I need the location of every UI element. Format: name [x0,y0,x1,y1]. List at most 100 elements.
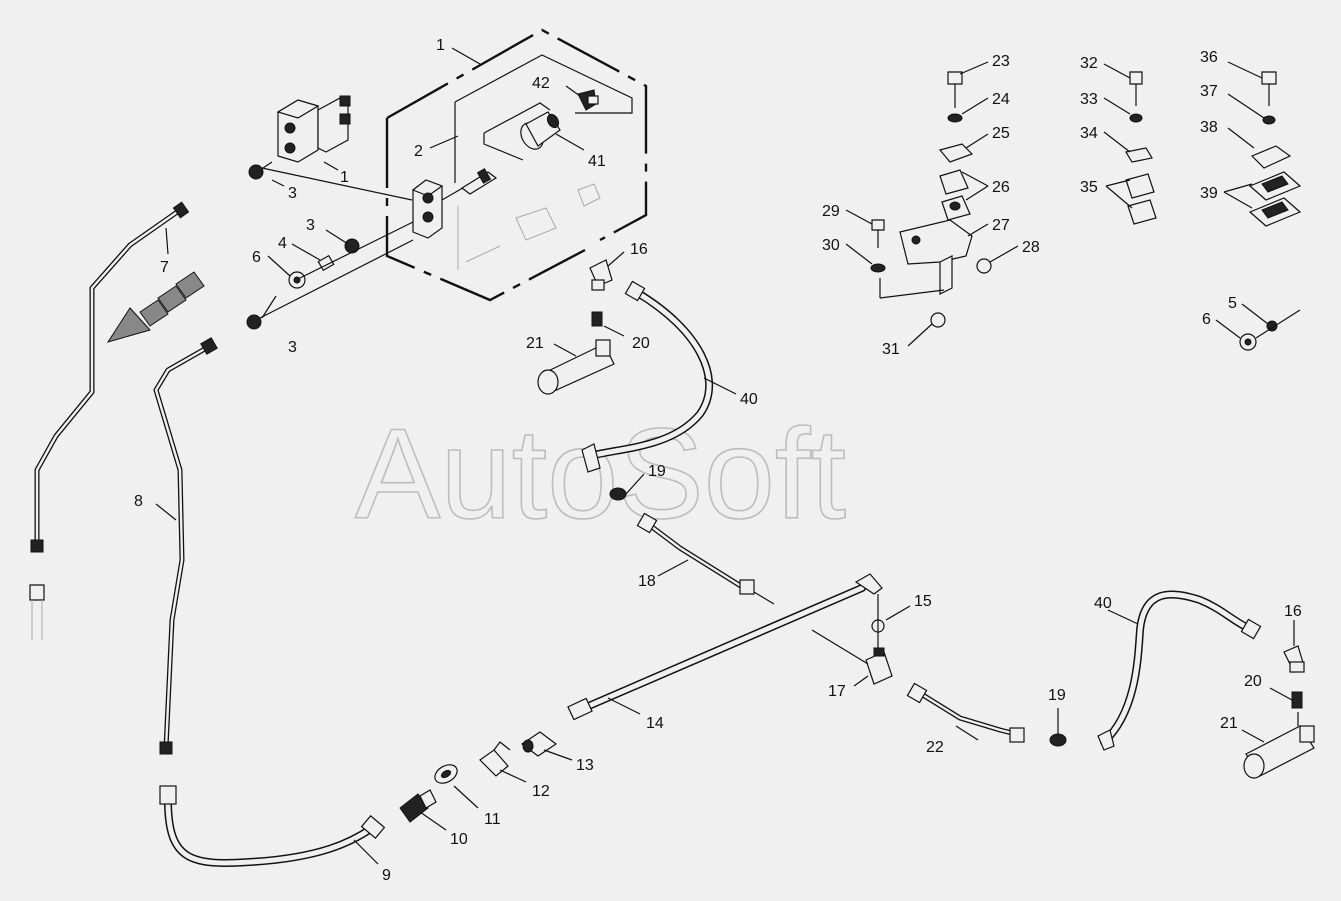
bolt-23 [947,71,963,108]
leader-lines [155,47,1295,865]
bolt-32 [1129,71,1143,106]
part-label-41: 41 [588,153,606,170]
part-label-13: 13 [576,757,594,774]
part-label-40-right: 40 [1094,595,1112,612]
part-label-2: 2 [414,143,423,160]
pipe-8 [153,337,218,755]
part-label-21-right: 21 [1220,715,1238,732]
part-label-14: 14 [646,715,664,732]
direction-arrow-icon [106,271,205,343]
centerline-c [259,239,414,319]
part-label-3-a: 3 [288,185,297,202]
part-label-24: 24 [992,91,1010,108]
elbow-16-upper [589,259,613,291]
part-label-26: 26 [992,179,1010,196]
cylinder-21-upper [537,339,615,395]
part-label-42: 42 [532,75,550,92]
adapter-13 [520,731,558,757]
clamp-halves-26 [939,169,971,221]
part-label-15: 15 [914,593,932,610]
plate-38 [1250,145,1292,169]
part-label-9: 9 [382,867,391,884]
plate-25 [938,143,974,163]
part-label-38: 38 [1200,119,1218,136]
nipple-19-upper [609,487,627,501]
part-label-3-b: 3 [306,217,315,234]
part-label-32: 32 [1080,55,1098,72]
fitting-nut-3a [248,161,273,180]
valve-assembly-1 [276,95,351,163]
part-label-27: 27 [992,217,1010,234]
nut-28 [976,258,992,274]
part-label-12: 12 [532,783,550,800]
nipple-20-right [1291,691,1303,709]
cylinder-21-right [1243,712,1315,779]
part-label-36: 36 [1200,49,1218,66]
washer-37 [1262,115,1276,125]
part-label-10: 10 [450,831,468,848]
bracket-27 [879,219,973,299]
valve-block-small [411,168,601,270]
part-number-labels: 1 1 2 3 3 3 4 5 6 6 7 8 9 10 11 12 13 14… [134,37,1302,884]
part-label-19-lower: 19 [1048,687,1066,704]
elbow-16-right [1283,645,1305,673]
part-label-20-right: 20 [1244,673,1262,690]
part-label-31: 31 [882,341,900,358]
part-label-30: 30 [822,237,840,254]
nipple-19-lower [1049,733,1067,747]
washer-33 [1129,113,1143,123]
part-label-7: 7 [160,259,169,276]
part-label-6-right: 6 [1202,311,1211,328]
clip-12 [479,741,511,777]
nut-31 [930,312,946,328]
washer-5 [1266,320,1278,332]
part-label-11: 11 [484,811,501,828]
part-label-37: 37 [1200,83,1218,100]
part-label-28: 28 [1022,239,1040,256]
part-label-22: 22 [926,739,944,756]
pipe-22 [906,682,1025,743]
part-label-8: 8 [134,493,143,510]
hose-40-upper [581,280,714,473]
centerline-b [299,221,414,279]
part-label-35: 35 [1080,179,1098,196]
fitting-nut-3b [344,238,360,254]
watermark-text: AutoSoft [355,403,846,546]
part-label-1-top: 1 [436,37,445,54]
part-label-17: 17 [828,683,846,700]
pipe-7 [29,201,190,640]
pipe-18 [636,512,775,605]
plate-34 [1125,147,1153,163]
bolt-36 [1261,71,1277,106]
nut-6-right [1239,309,1301,351]
washer-24 [947,113,963,123]
part-label-33: 33 [1080,91,1098,108]
plug-part-42 [577,89,599,111]
hose-9 [159,785,386,867]
clamp-block-39 [1248,171,1302,227]
part-label-4: 4 [278,235,287,252]
fitting-nut-3c [246,314,262,330]
part-label-19-upper: 19 [648,463,666,480]
washer-30 [870,263,886,273]
sleeve-part-41 [520,111,561,150]
part-label-34: 34 [1080,125,1098,142]
centerline-a [261,167,413,201]
part-label-23: 23 [992,53,1010,70]
valve-kit-outline [385,28,648,302]
part-label-21-upper: 21 [526,335,544,352]
part-label-39: 39 [1200,185,1218,202]
part-label-6-left: 6 [252,249,261,266]
part-label-29: 29 [822,203,840,220]
part-label-25: 25 [992,125,1010,142]
clamp-11 [434,764,458,784]
tee-fitting-17 [811,594,893,685]
part-label-16-right: 16 [1284,603,1302,620]
part-label-1-valve: 1 [340,169,349,186]
part-label-20-upper: 20 [632,335,650,352]
hose-40-right [1097,590,1262,751]
part-label-3-c: 3 [288,339,297,356]
part-label-18: 18 [638,573,656,590]
